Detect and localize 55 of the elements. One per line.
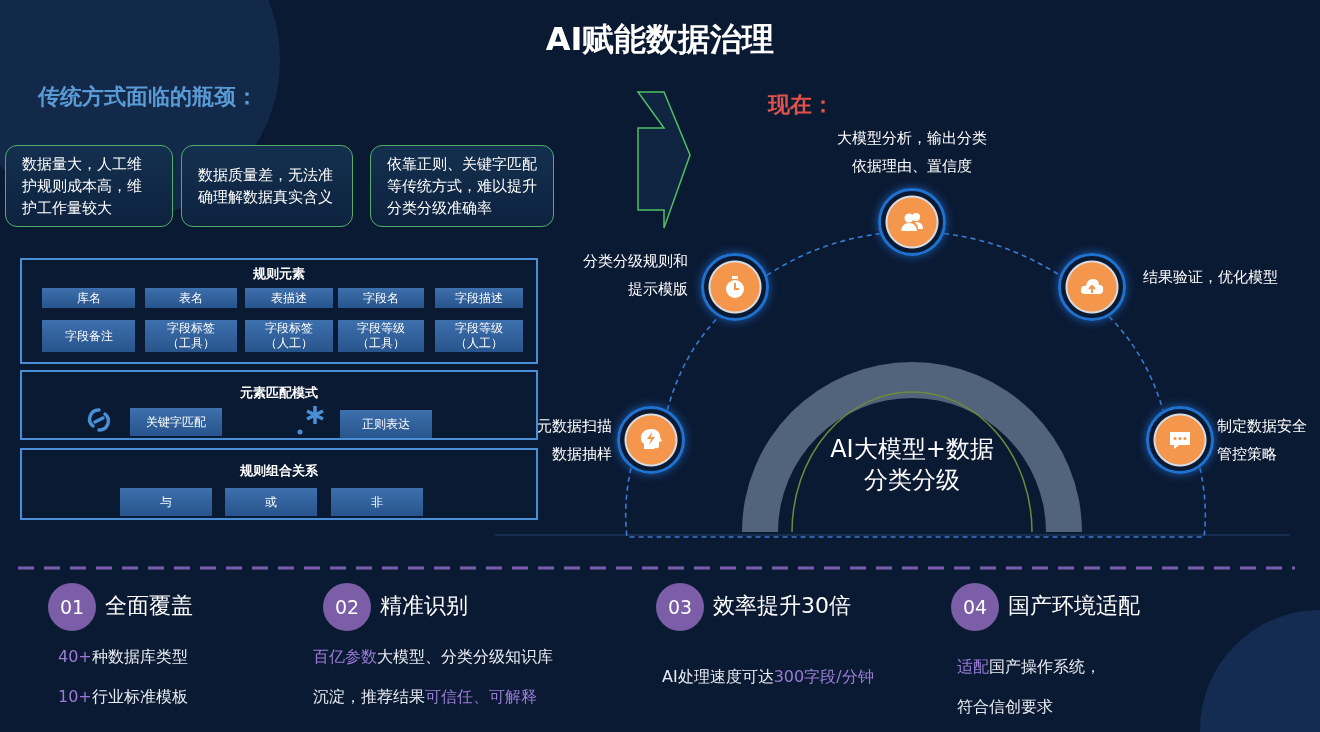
- problem-card: 数据量大，人工维护规则成本高，维护工作量较大: [5, 145, 173, 227]
- number-badge: 02: [323, 583, 371, 631]
- tag-chip: 非: [331, 488, 423, 516]
- icon-caption: 元数据扫描数据抽样: [535, 416, 612, 465]
- connector: [624, 467, 1207, 538]
- tag-chip: 表名: [145, 288, 237, 308]
- icon-caption: 制定数据安全管控策略: [1217, 416, 1308, 465]
- connector: [1108, 315, 1164, 412]
- tag-chip: 字段标签（工具）: [145, 320, 237, 352]
- feature-text: 百亿参数大模型、分类分级知识库沉淀，推荐结果可信任、可解释: [313, 646, 554, 708]
- section-heading: 传统方式面临的瓶颈：: [38, 83, 258, 111]
- connector: [943, 232, 1061, 277]
- tag-chip: 关键字匹配: [130, 408, 222, 436]
- tag-chip: 字段等级（工具）: [338, 320, 424, 352]
- number-badge: 01: [48, 583, 96, 631]
- feature-text: 10+行业标准模板: [58, 686, 188, 708]
- tag-chip: 字段标签（人工）: [245, 320, 333, 352]
- feature-heading: 精准识别: [380, 592, 468, 620]
- number-badge: 04: [951, 583, 999, 631]
- feature-text: AI处理速度可达300字段/分钟: [662, 666, 874, 688]
- number-badge: 03: [656, 583, 704, 631]
- icon-caption: 大模型分析，输出分类依据理由、置信度: [835, 128, 988, 177]
- panel: [20, 370, 538, 440]
- feature-heading: 全面覆盖: [105, 592, 193, 620]
- problem-card: 依靠正则、关键字匹配等传统方式，难以提升分类分级准确率: [370, 145, 554, 227]
- center-text: AI大模型+数据分类分级: [792, 425, 1032, 505]
- panel: [20, 258, 538, 364]
- icon-caption: 分类分级规则和提示模版: [581, 251, 688, 300]
- panel-title: 元素匹配模式: [239, 384, 319, 402]
- section-heading: 现在：: [768, 91, 834, 119]
- tag-chip: 与: [120, 488, 212, 516]
- panel-title: 规则组合关系: [239, 462, 319, 480]
- panel: [20, 448, 538, 520]
- panel-title: 规则元素: [252, 265, 306, 283]
- icon-caption: 结果验证，优化模型: [1143, 267, 1279, 288]
- tag-chip: 字段描述: [435, 288, 523, 308]
- icon-circle: [1146, 406, 1214, 474]
- feature-heading: 国产环境适配: [1008, 592, 1140, 620]
- connector: [766, 232, 881, 277]
- icon-circle: [878, 188, 946, 256]
- feature-text: 适配国产操作系统，符合信创要求: [957, 656, 1102, 718]
- tag-chip: 表描述: [245, 288, 333, 308]
- title: AI赋能数据治理: [544, 19, 776, 60]
- icon-circle: [617, 406, 685, 474]
- tag-chip: 字段名: [338, 288, 424, 308]
- tag-chip: 字段等级（人工）: [435, 320, 523, 352]
- icon-circle: [701, 253, 769, 321]
- tag-chip: 库名: [42, 288, 135, 308]
- tag-chip: 或: [225, 488, 317, 516]
- problem-card: 数据质量差，无法准确理解数据真实含义: [181, 145, 353, 227]
- icon-circle: [1058, 253, 1126, 321]
- tag-chip: 正则表达: [340, 410, 432, 438]
- feature-text: 40+种数据库类型: [58, 646, 188, 668]
- feature-heading: 效率提升30倍: [713, 592, 851, 620]
- tag-chip: 字段备注: [42, 320, 135, 352]
